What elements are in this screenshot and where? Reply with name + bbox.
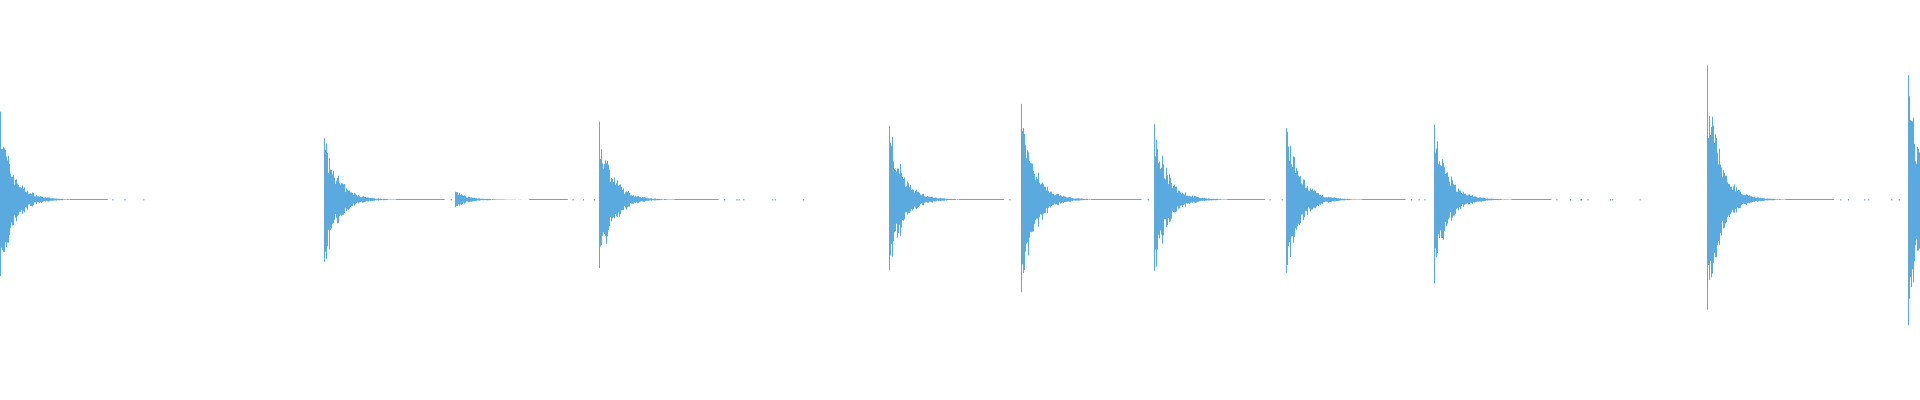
waveform-hit	[324, 138, 477, 262]
waveform-dot	[1570, 199, 1571, 201]
waveform-dot	[736, 199, 738, 201]
waveform-dot	[1269, 199, 1271, 201]
waveform-dot	[1868, 199, 1870, 201]
waveform-dot	[1898, 199, 1900, 201]
waveform-hit	[1707, 65, 1900, 310]
waveform-dot	[124, 199, 126, 201]
waveform-dot	[582, 199, 584, 201]
waveform-dot	[593, 199, 595, 201]
waveform-hit	[0, 111, 145, 277]
waveform-dot	[1587, 199, 1589, 201]
waveform-decay	[599, 121, 675, 269]
waveform-dot	[450, 199, 452, 201]
waveform-hit	[455, 191, 622, 208]
waveform-dot	[772, 199, 774, 201]
waveform-decay	[324, 138, 396, 262]
waveform-dot	[1612, 199, 1614, 201]
waveform-decay	[889, 125, 960, 271]
waveform-hit	[599, 121, 805, 269]
waveform-hit	[1154, 124, 1300, 271]
waveform-dot	[572, 199, 574, 201]
waveform-decay	[1021, 103, 1092, 293]
waveform-dot	[1840, 199, 1842, 201]
waveform-dot	[1891, 199, 1893, 201]
waveform-dot	[1610, 199, 1611, 201]
waveform-dot	[1864, 199, 1866, 201]
waveform-hit	[1286, 128, 1465, 273]
waveform-dot	[143, 199, 145, 201]
waveform-dot	[1424, 199, 1426, 201]
waveform-decay	[1707, 65, 1786, 310]
waveform-dot	[1411, 199, 1412, 201]
waveform-dot	[112, 199, 114, 201]
waveform-dot	[1848, 199, 1849, 201]
waveform-dot	[1418, 199, 1420, 201]
waveform-decay	[1908, 75, 1920, 326]
waveform-hit	[1434, 124, 1641, 284]
waveform-decay	[1434, 124, 1512, 284]
waveform-decay	[455, 191, 521, 208]
waveform-hit	[1908, 75, 1920, 326]
waveform-dot	[1009, 199, 1011, 201]
waveform-dot	[803, 199, 805, 201]
waveform-decay	[1286, 128, 1362, 273]
waveform-hit	[1021, 103, 1191, 293]
waveform-dot	[774, 199, 776, 201]
waveform-dot	[1147, 199, 1149, 201]
waveform-transients	[0, 65, 1920, 326]
waveform-decay	[1154, 124, 1228, 271]
waveform-decay	[0, 111, 71, 277]
waveform-dot	[1580, 199, 1582, 201]
waveform-dot	[1281, 199, 1283, 201]
waveform-dot	[743, 199, 745, 201]
waveform-dot	[724, 199, 726, 201]
waveform-dot	[1639, 199, 1641, 201]
waveform-dot	[738, 199, 740, 201]
waveform-dot	[1556, 199, 1558, 201]
